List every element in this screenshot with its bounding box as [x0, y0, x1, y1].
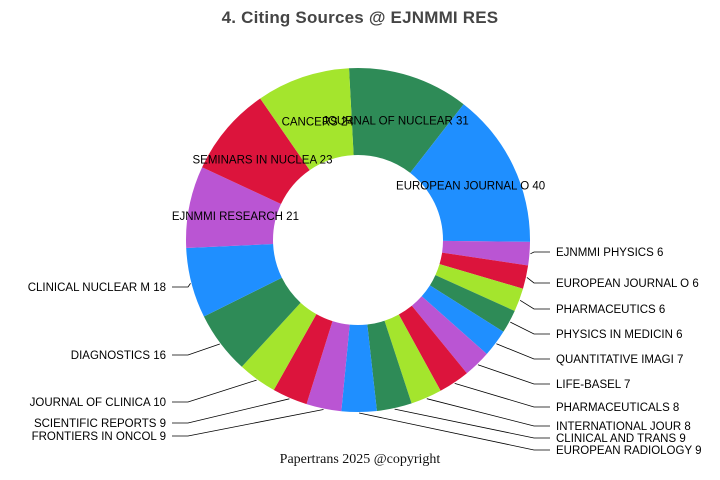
pie-segment-seminars-in-nuclea-23 [202, 98, 310, 204]
segment-label-journal-of-nuclear-31: JOURNAL OF NUCLEAR 31 [322, 116, 469, 128]
pie-segment-clinical-and-trans-9 [367, 320, 412, 411]
segment-label-european-journal-o-40: EUROPEAN JOURNAL O 40 [396, 181, 545, 193]
leader-line-clinical-and-trans-9 [394, 408, 550, 439]
pie-segment-international-jour-8 [384, 314, 441, 404]
segment-label-diagnostics-16: DIAGNOSTICS 16 [71, 350, 166, 362]
segment-label-seminars-in-nuclea-23: SEMINARS IN NUCLEA 23 [193, 154, 333, 166]
leader-line-european-journal-o-6 [526, 277, 550, 284]
pie-segment-frontiers-in-oncol-9 [306, 321, 350, 412]
copyright-note: Papertrans 2025 @copyright [279, 452, 441, 467]
segment-label-european-journal-o-6: EUROPEAN JOURNAL O 6 [556, 278, 699, 290]
pie-segment-pharmaceutics-6 [435, 264, 523, 311]
segment-label-european-radiology-9: EUROPEAN RADIOLOGY 9 [556, 445, 702, 457]
leader-line-quantitative-imagi-7 [496, 343, 550, 360]
segment-label-scientific-reports-9: SCIENTIFIC REPORTS 9 [34, 418, 166, 430]
pie-segment-ejnmmi-research-21 [186, 167, 281, 248]
leader-line-journal-of-clinica-10 [172, 379, 257, 403]
pie-segment-diagnostics-16 [203, 277, 301, 367]
pie-segment-pharmaceuticals-8 [398, 305, 467, 391]
leader-line-frontiers-in-oncol-9 [172, 409, 324, 437]
segment-label-international-jour-8: INTERNATIONAL JOUR 8 [556, 421, 691, 433]
pie-segment-scientific-reports-9 [273, 314, 333, 405]
segment-label-frontiers-in-oncol-9: FRONTIERS IN ONCOL 9 [32, 431, 166, 443]
pie-segment-european-journal-o-6 [439, 252, 529, 289]
segment-label-physics-in-medicin-6: PHYSICS IN MEDICIN 6 [556, 329, 683, 341]
pie-segment-journal-of-nuclear-31 [349, 67, 464, 173]
segment-label-ejnmmi-research-21: EJNMMI RESEARCH 21 [172, 211, 299, 223]
leader-line-scientific-reports-9 [172, 398, 290, 424]
pie-segment-journal-of-clinica-10 [241, 302, 317, 390]
pie-segment-clinical-nuclear-m-18 [186, 244, 282, 317]
pie-segment-cancers-24 [260, 68, 354, 171]
segment-label-life-basel-7: LIFE-BASEL 7 [556, 379, 630, 391]
segment-label-pharmaceuticals-8: PHARMACEUTICALS 8 [556, 402, 679, 414]
leader-line-physics-in-medicin-6 [510, 321, 550, 335]
segment-label-ejnmmi-physics-6: EJNMMI PHYSICS 6 [556, 247, 663, 259]
leader-line-diagnostics-16 [172, 343, 220, 356]
segment-label-cancers-24: CANCERS 24 [282, 117, 355, 129]
pie-segment-ejnmmi-physics-6 [442, 240, 530, 266]
pie-segment-physics-in-medicin-6 [429, 275, 515, 332]
leader-line-pharmaceuticals-8 [454, 383, 550, 408]
pie-segment-european-journal-o-40 [410, 104, 531, 242]
segment-label-clinical-nuclear-m-18: CLINICAL NUCLEAR M 18 [28, 282, 166, 294]
segment-label-journal-of-clinica-10: JOURNAL OF CLINICA 10 [30, 397, 166, 409]
leader-line-pharmaceutics-6 [519, 299, 550, 310]
leader-line-european-radiology-9 [359, 412, 550, 451]
segment-label-quantitative-imagi-7: QUANTITATIVE IMAGI 7 [556, 354, 683, 366]
leader-line-ejnmmi-physics-6 [530, 251, 550, 255]
segment-label-clinical-and-trans-9: CLINICAL AND TRANS 9 [556, 433, 686, 445]
segment-label-pharmaceutics-6: PHARMACEUTICS 6 [556, 304, 665, 316]
leader-line-international-jour-8 [426, 398, 550, 427]
pie-segment-quantitative-imagi-7 [421, 285, 504, 354]
leader-line-clinical-nuclear-m-18 [172, 283, 191, 288]
pie-segment-life-basel-7 [411, 296, 487, 374]
chart-title: 4. Citing Sources @ EJNMMI RES [221, 8, 499, 27]
pie-segment-european-radiology-9 [341, 324, 377, 413]
leader-line-life-basel-7 [477, 364, 550, 385]
